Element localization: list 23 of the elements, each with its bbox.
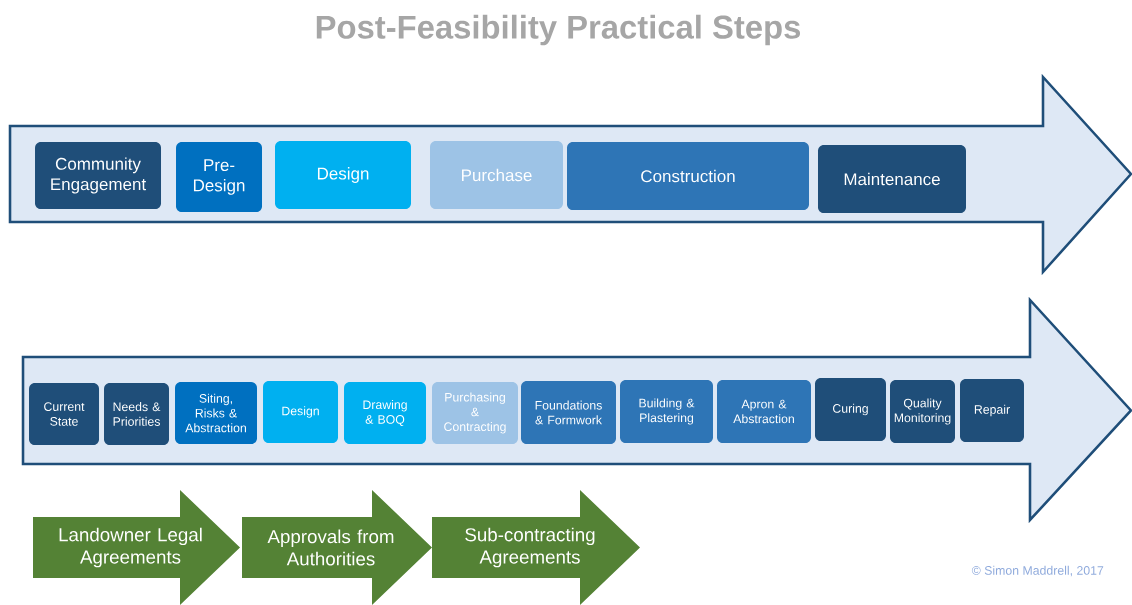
step-box: Quality Monitoring [890, 380, 955, 443]
step-box: Apron & Abstraction [717, 380, 811, 443]
process-step: Approvals from Authorities [242, 490, 432, 605]
step-box: Foundations & Formwork [521, 381, 616, 444]
step-box: Repair [960, 379, 1024, 442]
step-box: Building & Plastering [620, 380, 713, 443]
step-box: Design [275, 141, 411, 209]
step-box: Curing [815, 378, 886, 441]
step-box: Pre-Design [176, 142, 262, 212]
process-step: Sub-contracting Agreements [432, 490, 640, 605]
step-box: Needs & Priorities [104, 383, 169, 445]
copyright-note: © Simon Maddrell, 2017 [971, 565, 1104, 577]
process-step: Landowner Legal Agreements [33, 490, 240, 605]
step-box: Community Engagement [35, 142, 161, 209]
step-box: Drawing & BOQ [344, 382, 426, 444]
step-box: Current State [29, 383, 99, 445]
step-box: Construction [567, 142, 809, 210]
step-box: Siting, Risks & Abstraction [175, 382, 257, 444]
step-box: Design [263, 381, 338, 443]
step-box: Purchasing & Contracting [432, 382, 518, 444]
step-box: Purchase [430, 141, 563, 209]
title: Post-Feasibility Practical Steps [316, 14, 800, 46]
step-box: Maintenance [818, 145, 966, 213]
